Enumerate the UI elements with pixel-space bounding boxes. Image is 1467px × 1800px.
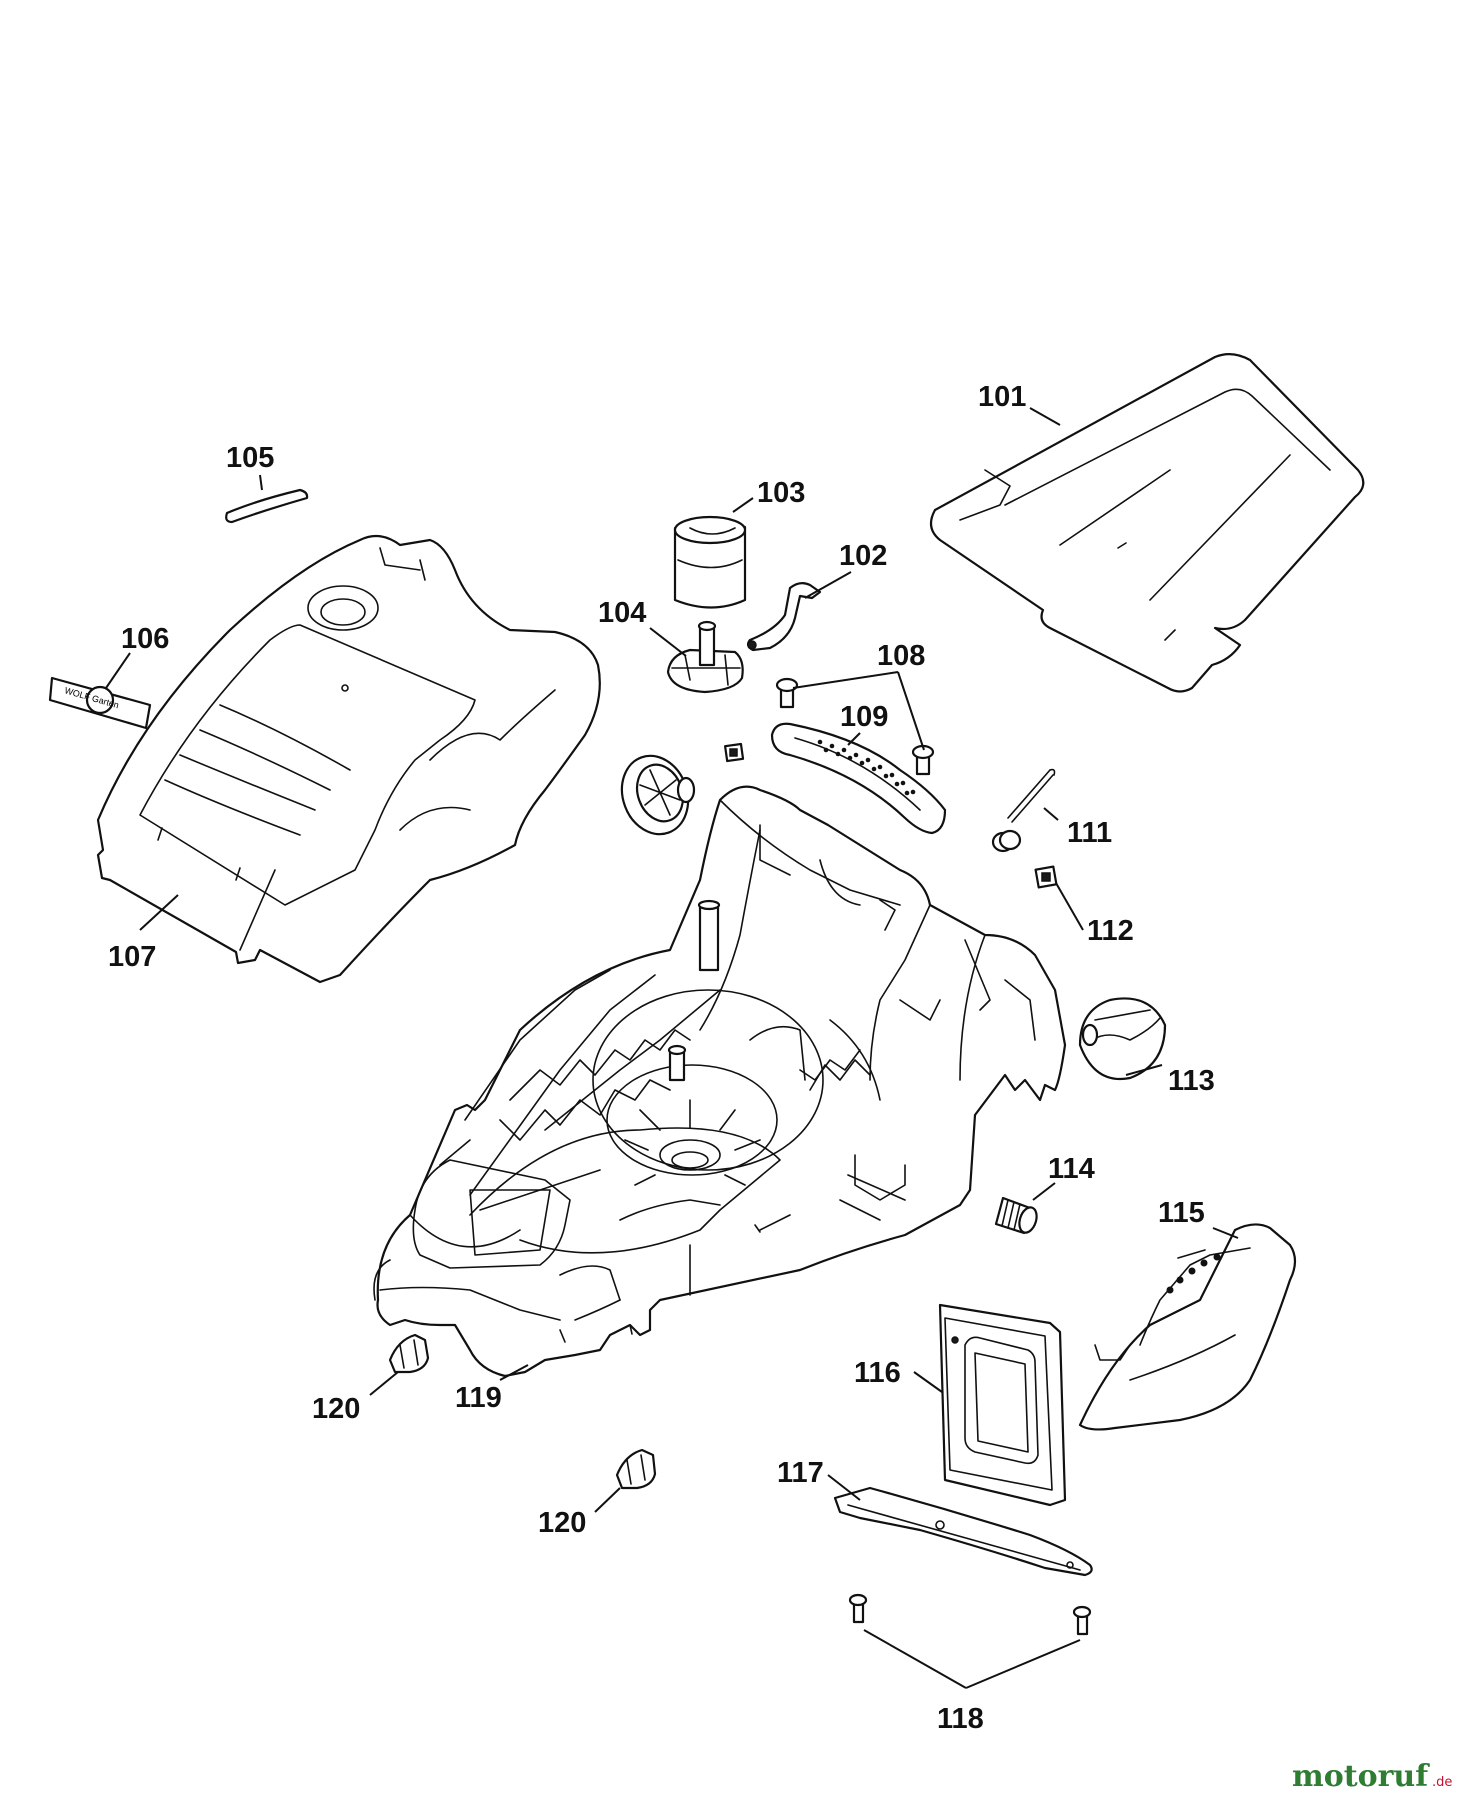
label-120b: 120	[538, 1507, 586, 1539]
leader-103	[732, 497, 754, 513]
leader-118a	[863, 1629, 967, 1689]
part-119-deck	[373, 785, 1067, 1378]
part-108-screw-b	[911, 744, 935, 776]
part-104-hub	[666, 620, 744, 694]
leader-113	[1125, 1064, 1163, 1076]
leader-112	[1055, 882, 1084, 931]
part-113-knob	[1078, 997, 1167, 1081]
leader-109	[847, 732, 861, 746]
part-108-screw-a	[775, 677, 799, 709]
part-115-rear-cover	[1078, 1223, 1297, 1431]
part-107-top-cover	[96, 534, 601, 984]
label-107: 107	[108, 941, 156, 973]
leader-119	[499, 1364, 529, 1381]
leader-108b	[897, 671, 925, 751]
leader-108a	[792, 671, 899, 689]
part-114-roller	[994, 1196, 1038, 1235]
label-113: 113	[1168, 1065, 1215, 1097]
label-101: 101	[978, 381, 1026, 413]
part-111-spring	[991, 768, 1056, 853]
leader-116	[913, 1371, 943, 1393]
part-116-plate	[938, 1303, 1067, 1507]
label-109: 109	[840, 701, 888, 733]
part-102-clip	[746, 581, 822, 652]
leader-105	[259, 474, 263, 491]
part-120-clip-a	[388, 1333, 430, 1374]
label-104: 104	[598, 597, 646, 629]
part-118-screw-a	[848, 1593, 868, 1624]
part-103-cap	[673, 515, 747, 609]
label-102: 102	[839, 540, 887, 572]
label-120a: 120	[312, 1393, 360, 1425]
leader-120a	[369, 1371, 399, 1396]
label-119: 119	[455, 1382, 502, 1414]
label-114: 114	[1048, 1153, 1095, 1185]
label-117: 117	[777, 1457, 824, 1489]
part-labels: 101 102 103 104 105 106 107 108 109 111 …	[108, 381, 1215, 1735]
part-105-hose	[225, 488, 309, 524]
leader-104	[649, 627, 687, 657]
watermark-name: motoruf	[1292, 1759, 1430, 1794]
leader-102	[804, 571, 852, 599]
part-wheel-insert	[620, 754, 696, 836]
label-108: 108	[877, 640, 925, 672]
watermark: motoruf .de	[1292, 1759, 1452, 1794]
leader-117	[827, 1474, 861, 1501]
leader-106	[105, 652, 131, 689]
leader-120b	[594, 1487, 621, 1513]
part-117-rail	[833, 1486, 1093, 1577]
part-109-handle-bar	[770, 722, 947, 835]
label-103: 103	[757, 477, 805, 509]
label-112: 112	[1087, 915, 1134, 947]
part-120-clip-b	[615, 1448, 657, 1490]
label-115: 115	[1158, 1197, 1205, 1229]
label-118: 118	[937, 1703, 984, 1735]
leader-111	[1043, 807, 1059, 821]
leader-101	[1029, 407, 1061, 426]
label-116: 116	[854, 1357, 901, 1389]
label-111: 111	[1067, 817, 1112, 849]
part-106-logo-badge: WOLF Garten	[48, 676, 152, 730]
label-105: 105	[226, 442, 274, 474]
watermark-suffix: .de	[1432, 1775, 1452, 1790]
part-nut-small	[724, 742, 745, 763]
label-106: 106	[121, 623, 169, 655]
leader-118b	[965, 1639, 1081, 1689]
part-118-screw-b	[1072, 1605, 1092, 1636]
leader-114	[1032, 1182, 1056, 1201]
leader-107	[139, 894, 179, 931]
leader-lines	[105, 407, 1239, 1689]
leader-115	[1212, 1227, 1239, 1239]
part-101-lid	[929, 353, 1365, 693]
part-112-nut	[1034, 865, 1058, 889]
